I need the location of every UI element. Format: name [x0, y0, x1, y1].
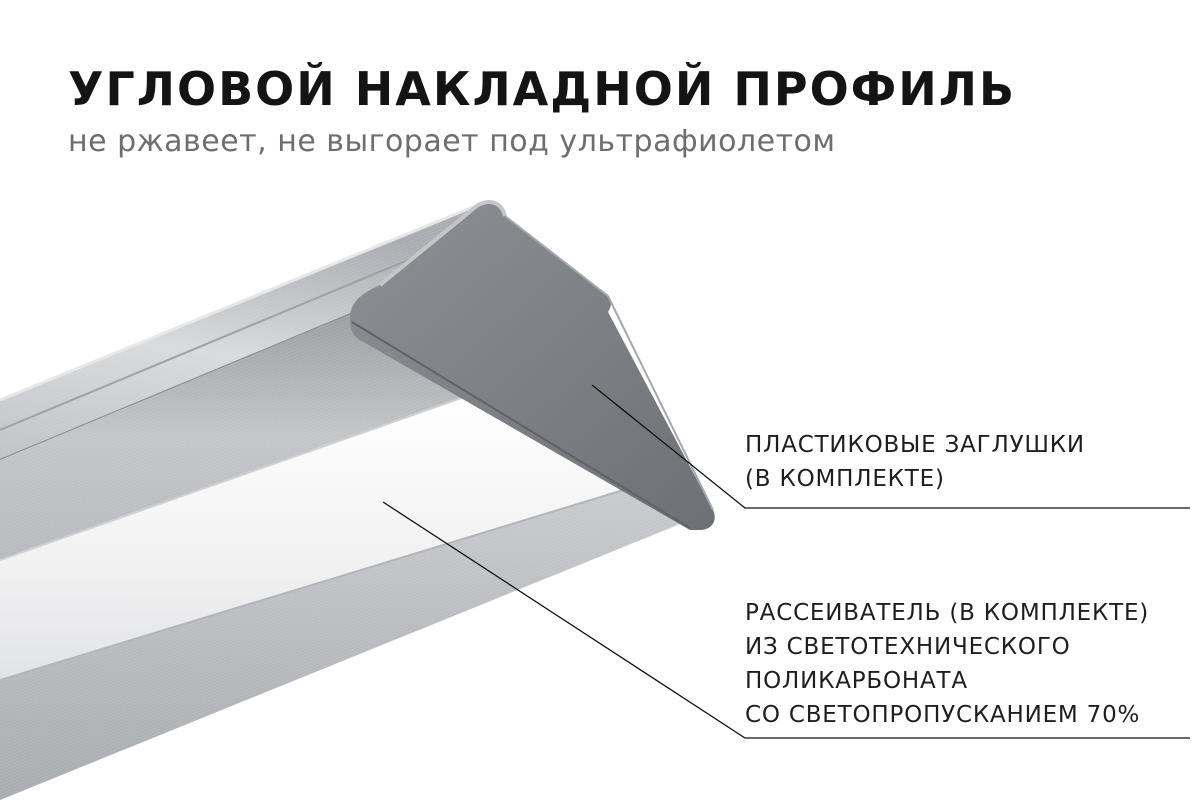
end-caps-callout-line: ПЛАСТИКОВЫЕ ЗАГЛУШКИ: [745, 432, 1085, 458]
diffuser-leader-line: [382, 501, 1190, 739]
diffuser-callout-line: РАССЕИВАТЕЛЬ (В КОМПЛЕКТЕ): [745, 600, 1150, 626]
end-cap: [350, 200, 715, 530]
profile-lower-face: [0, 484, 690, 800]
end-caps-leader-line: [591, 384, 1190, 509]
diffuser-strip: [0, 394, 640, 680]
profile-front-face: [0, 310, 470, 560]
end-caps-callout-line: (В КОМПЛЕКТЕ): [745, 466, 945, 492]
diffuser-callout: РАССЕИВАТЕЛЬ (В КОМПЛЕКТЕ) ИЗ СВЕТОТЕХНИ…: [745, 596, 1149, 732]
page-subtitle: не ржавеет, не выгорает под ультрафиолет…: [68, 124, 836, 159]
page-title: УГЛОВОЙ НАКЛАДНОЙ ПРОФИЛЬ: [68, 62, 1017, 116]
diffuser-callout-line: ПОЛИКАРБОНАТА: [745, 668, 968, 694]
end-caps-callout: ПЛАСТИКОВЫЕ ЗАГЛУШКИ (В КОМПЛЕКТЕ): [745, 428, 1085, 496]
diffuser-callout-line: ИЗ СВЕТОТЕХНИЧЕСКОГО: [745, 634, 1071, 660]
diffuser-callout-line: СО СВЕТОПРОПУСКАНИЕМ 70%: [745, 702, 1141, 728]
